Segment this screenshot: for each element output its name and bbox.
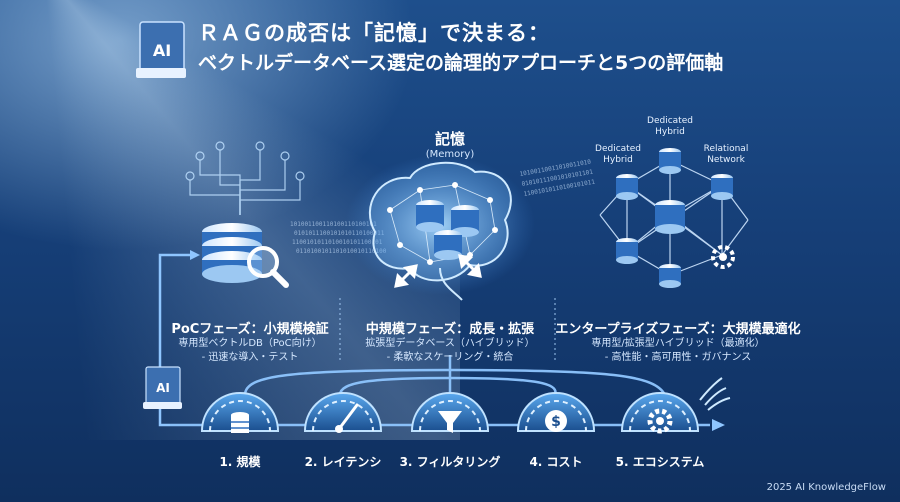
phase-mid-line1: 拡張型データベース（ハイブリッド） — [365, 338, 535, 349]
poc-database-icon — [202, 223, 289, 288]
memory-subtitle: (Memory) — [425, 149, 475, 160]
loop-arrow — [158, 250, 200, 427]
svg-text:101001100110100110100101: 101001100110100110100101 — [290, 221, 377, 228]
phase-enterprise: エンタープライズフェーズ：大規模最適化 専用型/拡張型ハイブリッド（最適化） -… — [553, 318, 803, 365]
network-gear-icon — [711, 245, 735, 269]
memory-database-cluster-icon — [416, 200, 479, 260]
network-label-top: Dedicated Hybrid — [647, 116, 693, 137]
logo-text: AI — [153, 41, 171, 60]
phase-poc: PoCフェーズ：小規模検証 専用型ベクトルDB（PoC向け） - 迅速な導入・テ… — [150, 318, 350, 365]
binary-stream-left: 101001100110100110100101 010101110010101… — [290, 221, 387, 255]
metric-label-latency: 2. レイテンシ — [304, 455, 382, 469]
svg-text:1100101011010010101100101: 1100101011010010101100101 — [292, 239, 383, 246]
metric-dial-5 — [620, 392, 700, 434]
phase-enterprise-line1: 専用型/拡張型ハイブリッド（最適化） — [591, 338, 765, 349]
phase-mid-title: 中規模フェーズ：成長・拡張 — [365, 322, 535, 337]
flow-arrowhead-icon — [712, 419, 725, 431]
filter-icon — [438, 411, 462, 433]
phase-mid: 中規模フェーズ：成長・拡張 拡張型データベース（ハイブリッド） - 柔軟なスケー… — [345, 318, 555, 365]
memory-label: 記憶 (Memory) — [390, 128, 510, 160]
page-title: ＲＡＧの成否は「記憶」で決まる： ベクトルデータベース選定の論理的アプローチと5… — [198, 18, 723, 78]
phase-poc-line2: - 迅速な導入・テスト — [201, 352, 299, 363]
metric-dial-3 — [410, 392, 490, 433]
footer-credit: 2025 AI KnowledgeFlow — [766, 482, 886, 493]
database-icon — [231, 412, 249, 433]
metric-label-cost: 4. コスト — [529, 455, 583, 469]
metric-label-ecosystem: 5. エコシステム — [615, 455, 705, 469]
memory-title: 記憶 — [434, 130, 465, 148]
spark-icon — [699, 377, 731, 411]
phase-enterprise-line2: - 高性能・高可用性・ガバナンス — [604, 352, 752, 363]
phase-dividers — [339, 298, 556, 362]
binary-stream-right: 10100110011010011010 0101011100101010110… — [519, 158, 596, 198]
small-book-logo-icon — [143, 366, 182, 409]
metric-label-filtering: 3. フィルタリング — [399, 455, 501, 469]
metric-dial-2 — [303, 392, 383, 433]
svg-text:0110100101101010010110100: 0110100101101010010110100 — [296, 248, 387, 255]
metric-label-scale: 1. 規模 — [219, 455, 261, 469]
gear-icon — [647, 408, 673, 434]
title-line-1: ＲＡＧの成否は「記憶」で決まる： — [198, 21, 550, 45]
phase-enterprise-title: エンタープライズフェーズ：大規模最適化 — [555, 322, 801, 337]
small-logo-text: AI — [156, 381, 170, 395]
network-label-right: Relational Network — [703, 144, 749, 165]
book-logo-icon — [136, 21, 186, 78]
circuit-traces — [185, 141, 305, 215]
network-label-left: Dedicated Hybrid — [595, 144, 641, 165]
dollar-icon: $ — [545, 410, 567, 432]
phase-poc-title: PoCフェーズ：小規模検証 — [171, 322, 329, 337]
svg-text:$: $ — [551, 414, 561, 430]
speedometer-icon — [335, 403, 359, 433]
metric-dial-4: $ — [516, 392, 596, 432]
phase-mid-line2: - 柔軟なスケーリング・統合 — [386, 352, 514, 363]
title-line-2: ベクトルデータベース選定の論理的アプローチと5つの評価軸 — [198, 52, 724, 74]
enterprise-network — [599, 148, 749, 288]
metric-dials: $ — [200, 392, 700, 434]
svg-text:0101011100101010110100011: 0101011100101010110100011 — [294, 230, 385, 237]
phase-poc-line1: 専用型ベクトルDB（PoC向け） — [178, 338, 322, 349]
resize-arrows-icon — [394, 254, 482, 288]
metric-dial-1 — [200, 392, 280, 433]
